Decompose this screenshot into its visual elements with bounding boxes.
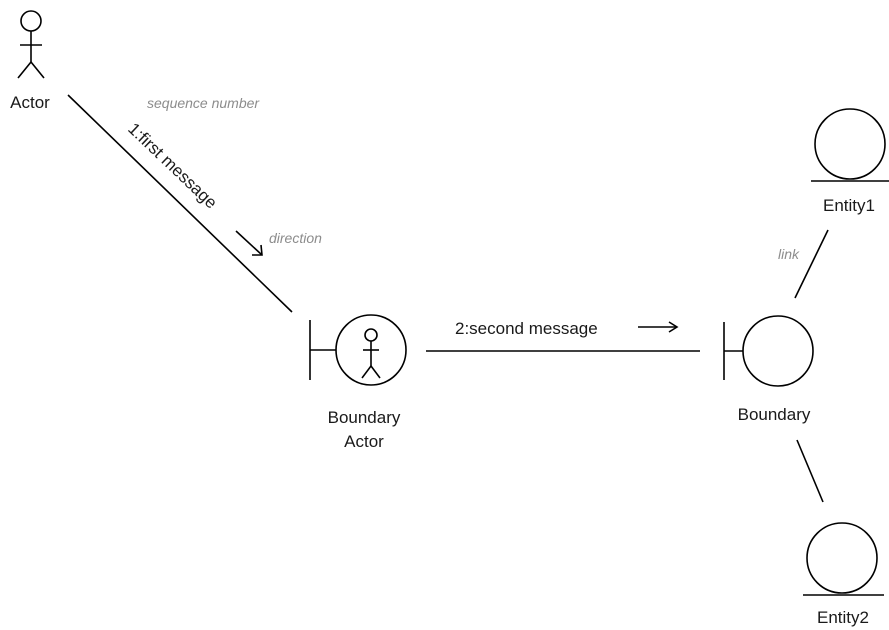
entity2-icon: [803, 522, 884, 596]
entity1-label: Entity1: [823, 196, 875, 215]
entity1-icon: [811, 108, 889, 182]
link-annotation: link: [778, 246, 800, 262]
second-message-arrow-icon: [638, 321, 679, 333]
actor-stick-figure-icon: [17, 10, 45, 79]
boundary-node: Boundary: [723, 315, 814, 424]
sequence-number-annotation: sequence number: [147, 95, 260, 111]
direction-annotation: direction: [269, 230, 322, 246]
boundary-actor-node: Boundary Actor: [309, 314, 407, 451]
boundary-actor-icon: [309, 314, 407, 386]
link-boundary-entity1: [794, 229, 829, 299]
actor-node: Actor: [10, 10, 50, 112]
entity2-node: Entity2: [803, 522, 884, 627]
boundary-actor-label-line2: Actor: [344, 432, 384, 451]
link-boundary-entity2: [796, 439, 824, 503]
actor-label: Actor: [10, 93, 50, 112]
first-message-label: 1:first message: [124, 119, 221, 212]
boundary-icon: [723, 315, 814, 387]
entity1-node: Entity1: [811, 108, 889, 215]
entity2-label: Entity2: [817, 608, 869, 627]
boundary-label: Boundary: [738, 405, 811, 424]
first-message-arrow-icon: [235, 230, 263, 256]
second-message-label: 2:second message: [455, 319, 598, 338]
boundary-actor-label-line1: Boundary: [328, 408, 401, 427]
link-actor-boundary-actor: [67, 94, 293, 313]
